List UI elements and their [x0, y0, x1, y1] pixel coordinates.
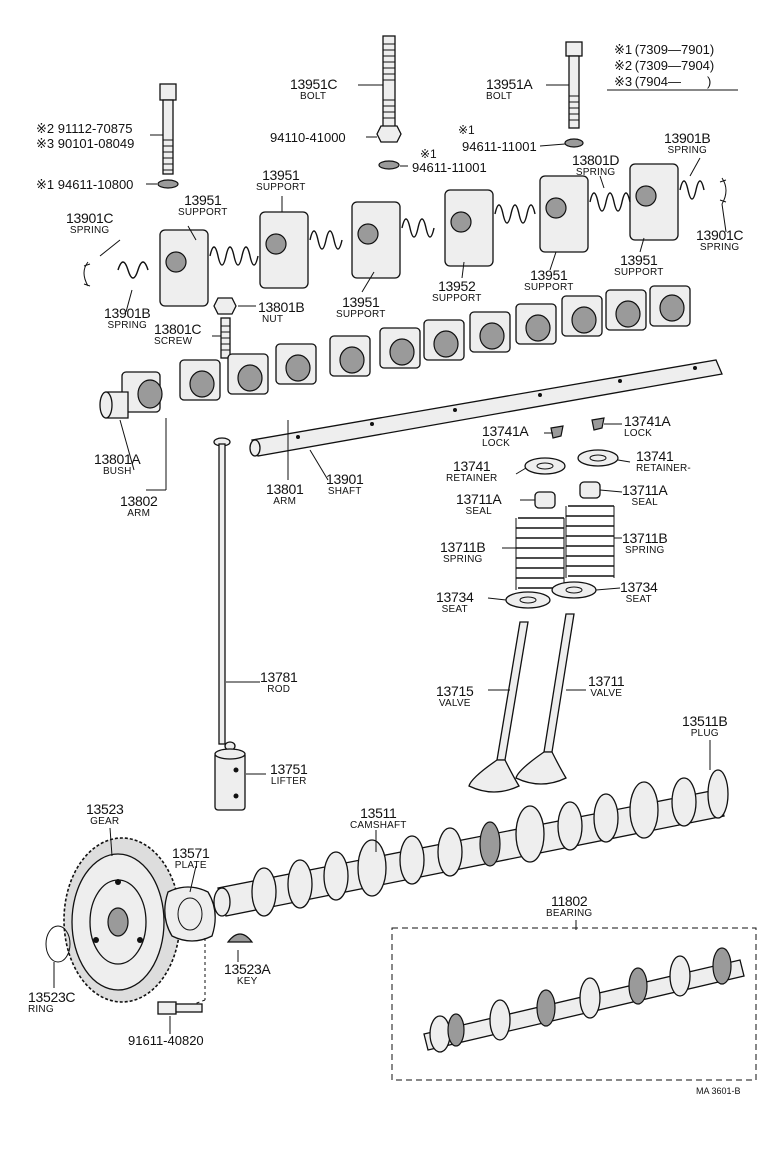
lifter-drawing — [214, 748, 246, 811]
rocker-arms-drawing — [99, 285, 691, 419]
rocker-shaft-drawing — [249, 359, 723, 457]
note-94611-10800: ※1 94611-10800 — [36, 177, 134, 192]
note-94611-11001-center: 94611-11001 — [412, 160, 487, 175]
support-blocks-drawing — [159, 163, 679, 307]
note-marker-1: ※1 — [420, 147, 437, 161]
note-94110-41000: 94110-41000 — [270, 130, 346, 145]
shaft-springs-drawing — [83, 177, 727, 287]
camshaft-drawing — [213, 769, 729, 917]
leader-lines — [53, 84, 727, 1034]
retainers-drawing — [524, 449, 619, 475]
valve-springs-drawing — [515, 505, 615, 590]
adjust-screw-nut-drawing — [213, 297, 237, 359]
note-94611-11001-right: 94611-11001 — [462, 139, 537, 154]
plate-bolt-drawing — [157, 1001, 203, 1015]
thrust-plate-drawing — [164, 886, 216, 1011]
legend-item: ※2 (7309—7904) — [614, 58, 715, 73]
bearing-camshaft-drawing — [423, 947, 745, 1053]
note-marker-1b: ※1 — [458, 123, 475, 137]
push-rod-drawing — [213, 437, 236, 751]
bolt-13951A-drawing — [564, 41, 584, 148]
snap-ring-drawing — [45, 925, 71, 963]
camshaft-gear-drawing — [63, 837, 181, 1003]
bearing-set-box — [391, 927, 757, 1081]
legend: ※1 (7309—7901) ※2 (7309—7904) ※3 (7904— … — [614, 42, 714, 90]
bolt-91112-drawing — [157, 83, 179, 189]
note-90101-08049: ※3 90101-08049 — [36, 136, 135, 151]
note-91611-40820: 91611-40820 — [128, 1033, 204, 1048]
legend-item: ※3 (7904— ) — [614, 74, 712, 89]
bolt-13951C-drawing — [376, 35, 402, 170]
note-91112-70875: ※2 91112-70875 — [36, 121, 133, 136]
valves-drawing — [468, 613, 575, 793]
woodruff-key-drawing — [226, 933, 254, 943]
valve-locks-drawing — [550, 417, 605, 439]
spring-seats-drawing — [505, 581, 597, 609]
valve-seals-drawing — [534, 481, 601, 509]
drawing-code: MA 3601-B — [696, 1086, 741, 1096]
legend-item: ※1 (7309—7901) — [614, 42, 715, 57]
